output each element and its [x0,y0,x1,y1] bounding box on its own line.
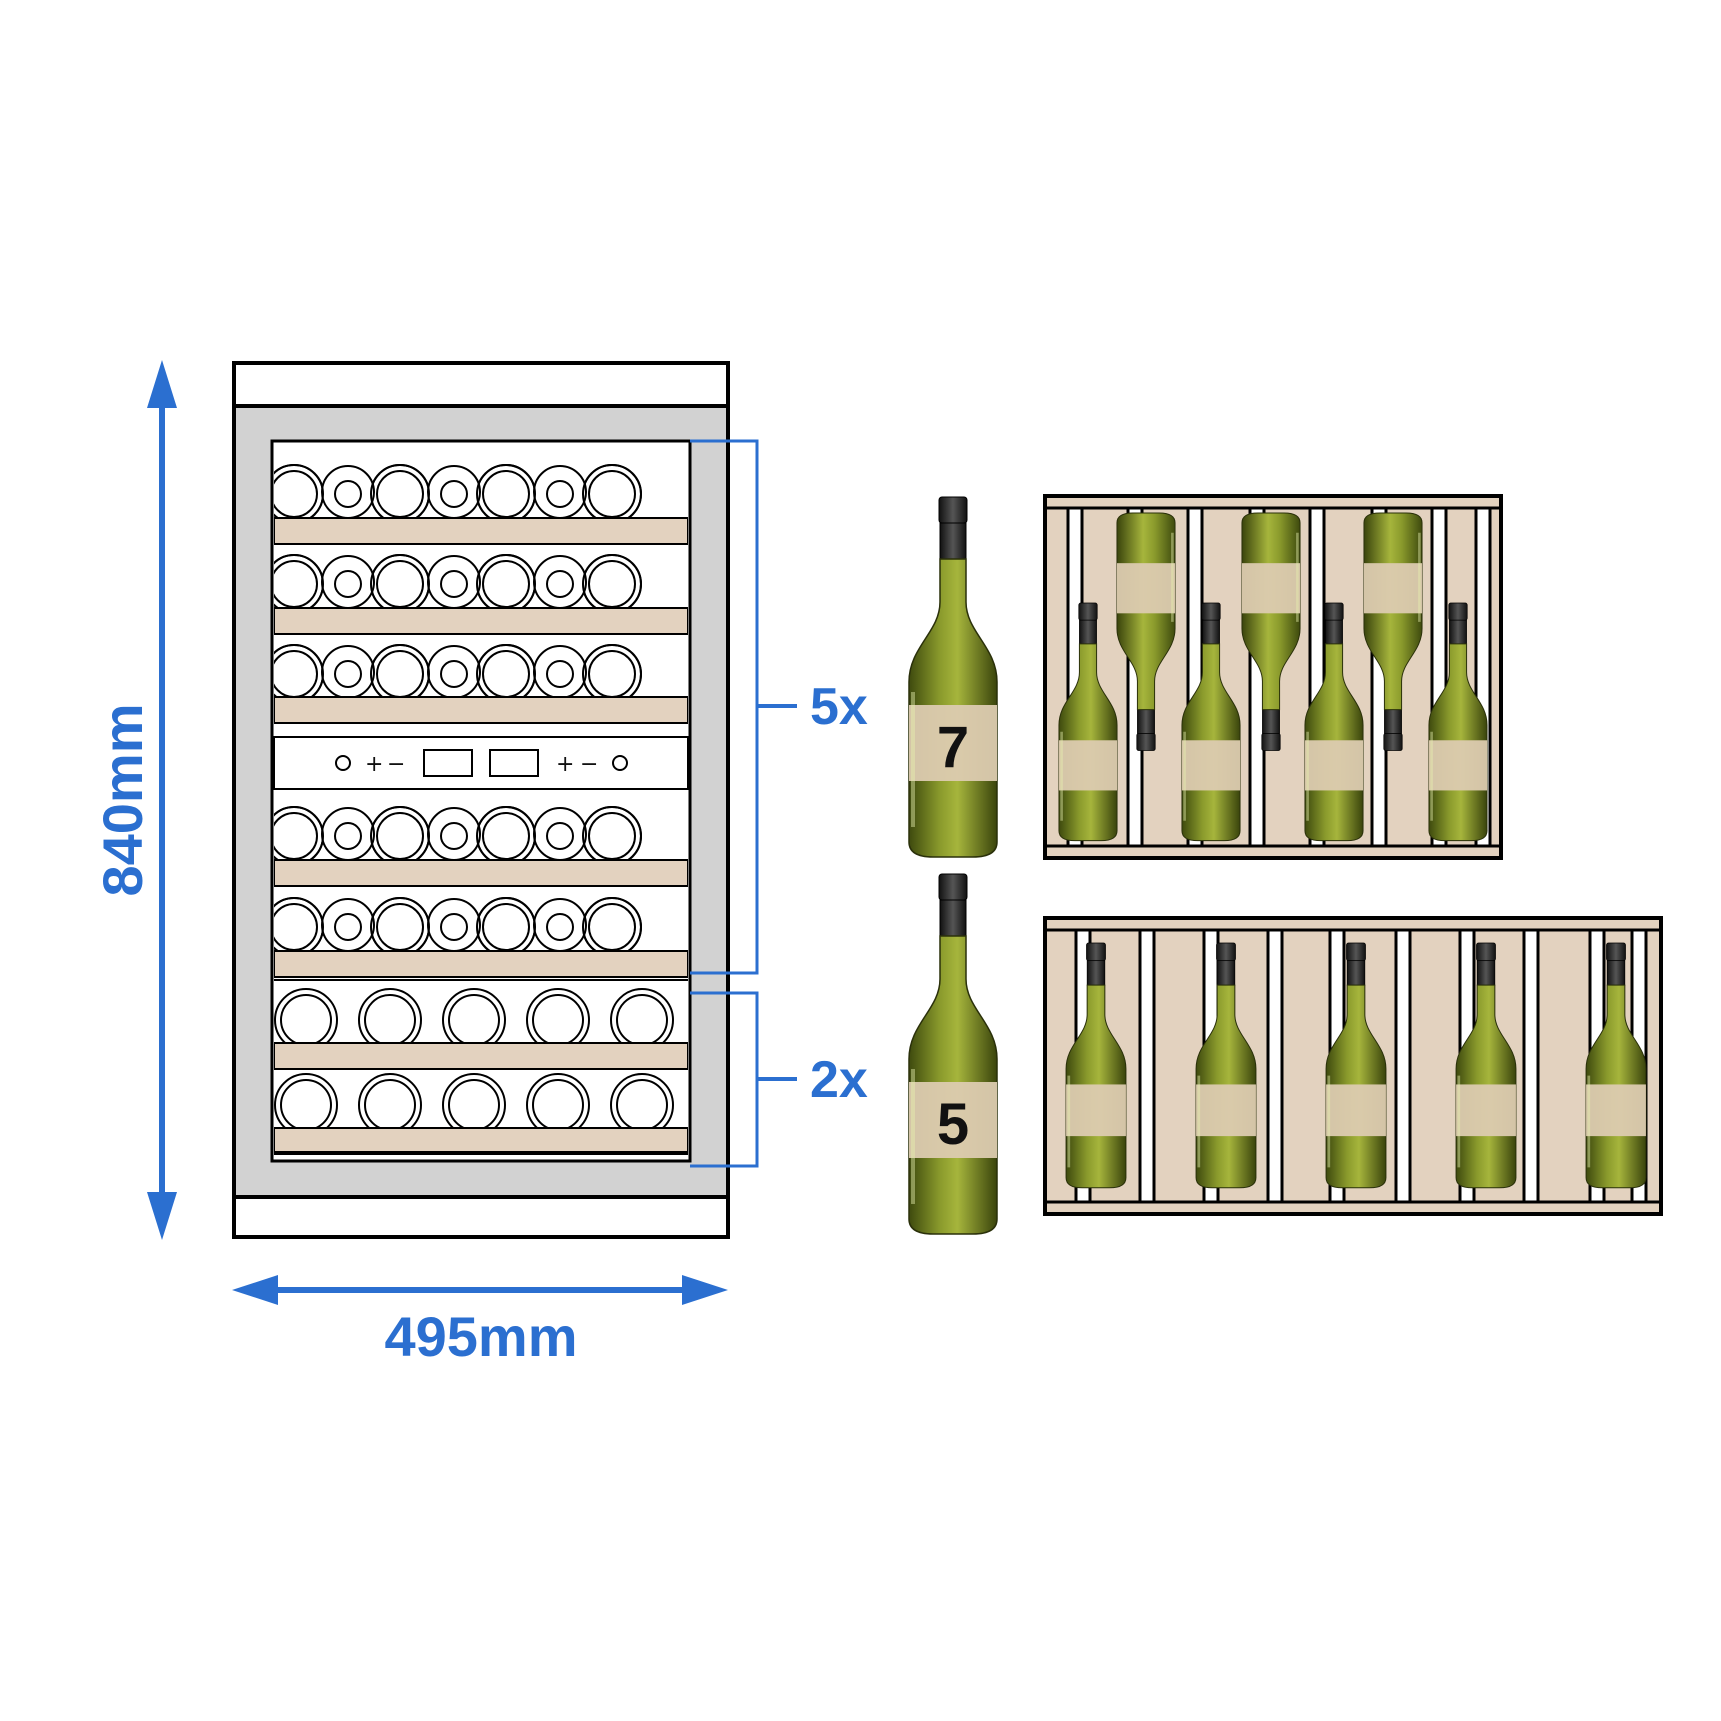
bottle-neck-icon [440,822,468,850]
power-button-right-icon[interactable] [612,755,628,771]
display-right [489,749,539,777]
bottle-end-icon [358,1073,422,1137]
display-left [423,749,473,777]
shelf-slat-gap [1266,928,1284,1204]
bottle-end-icon [533,465,587,519]
wooden-shelf-board [274,517,688,545]
bottle-neck-icon [440,480,468,508]
upper-bottles-per-shelf: 7 [937,715,969,780]
bottle-end-icon [321,645,375,699]
bottle-neck-icon [334,480,362,508]
bottle-end-icon [274,988,338,1052]
bottle-end-icon [442,988,506,1052]
bottle-lower-single: 5 [907,872,999,1236]
bottle-end-icon [533,645,587,699]
fridge-shelves [274,464,688,1155]
fridge-shelf [274,554,642,614]
wooden-shelf-board [274,950,688,978]
height-dimension: 840mm [91,360,177,1240]
bracket-lower: 2x [690,991,868,1168]
shelf-slat-gap [1394,928,1412,1204]
wooden-shelf-board [274,1042,688,1070]
bottle-neck-icon [546,913,574,941]
bottle-end-icon [526,1073,590,1137]
width-label: 495mm [384,1305,577,1368]
minus-button-left[interactable]: − [387,752,405,777]
control-panel[interactable]: + − + − [273,736,689,790]
wooden-shelf-board [274,607,688,635]
shelf-slat-gap [1522,928,1540,1204]
fridge: + − + − [232,361,730,1239]
shelf-detail-lower [1043,916,1663,1216]
wooden-shelf-board [274,696,688,724]
bottle-neck-icon [440,660,468,688]
bottle-end-icon [526,988,590,1052]
bottle-neck-icon [546,480,574,508]
upper-shelf-count: 5x [810,678,868,736]
wooden-shelf-board [274,859,688,887]
height-arrow-up-icon [147,360,177,408]
bottle-neck-icon [334,822,362,850]
plus-button-right[interactable]: + [556,752,574,777]
bottle-neck-icon [334,660,362,688]
bottle-end-icon [321,898,375,952]
bottle-end-icon [442,1073,506,1137]
bottle-end-icon [427,555,481,609]
minus-button-right[interactable]: − [580,752,598,777]
bottle-upper-single: 7 [907,495,999,859]
bottle-end-icon [321,465,375,519]
plus-button-left[interactable]: + [365,752,383,777]
bottle-neck-icon [334,570,362,598]
width-dimension: 495mm [232,1275,728,1368]
bottle-neck-icon [440,913,468,941]
height-label: 840mm [91,703,154,896]
shelf-detail-upper [1043,494,1503,860]
lower-shelf-count: 2x [810,1051,868,1109]
bottle-neck-icon [440,570,468,598]
power-button-left-icon[interactable] [335,755,351,771]
bottle-end-icon [321,807,375,861]
bottle-end-icon [533,807,587,861]
bottle-end-icon [274,1073,338,1137]
shelf-slat-gap [1138,928,1156,1204]
control-panel-frame [273,736,689,790]
wooden-shelf-board [274,1127,688,1155]
bottle-neck-icon [546,660,574,688]
bottle-end-icon [427,898,481,952]
bottle-end-icon [427,645,481,699]
bottle-neck-icon [546,822,574,850]
bottle-end-icon [533,555,587,609]
bottle-end-icon [321,555,375,609]
bottle-end-icon [427,465,481,519]
fridge-shelf [274,644,642,704]
width-arrow-left-icon [232,1275,278,1305]
lower-bottles-per-shelf: 5 [937,1092,969,1157]
bottle-end-icon [610,1073,674,1137]
bracket-upper: 5x [690,439,868,975]
width-arrow-right-icon [682,1275,728,1305]
bottle-end-icon [358,988,422,1052]
bottle-neck-icon [334,913,362,941]
height-arrow-down-icon [147,1192,177,1240]
bottle-neck-icon [546,570,574,598]
bottle-end-icon [427,807,481,861]
bottle-end-icon [610,988,674,1052]
bottle-end-icon [533,898,587,952]
fridge-shelf [274,897,642,957]
